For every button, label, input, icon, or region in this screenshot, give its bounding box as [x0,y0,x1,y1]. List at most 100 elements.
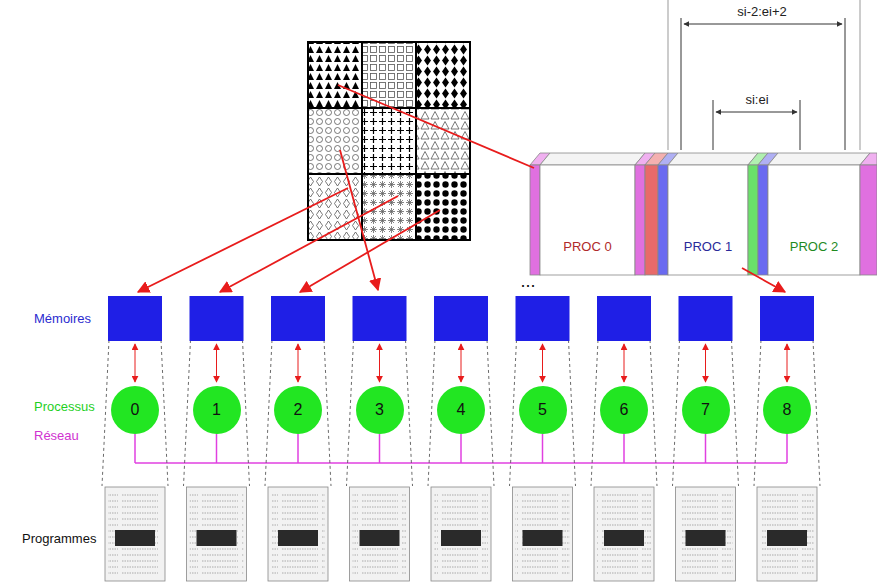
row-label: Processus [34,399,95,414]
program-box [431,487,491,581]
process-circle: 1 [193,386,241,434]
process-circle: 8 [763,386,811,434]
network-drop [379,434,381,463]
processor-label: PROC 0 [563,239,611,254]
network-drop [786,434,788,463]
program-highlight [604,530,644,546]
process-rank: 0 [131,401,140,419]
program-highlight [686,530,726,546]
program-lines [434,490,488,578]
row-label: Mémoires [34,311,91,326]
row-label: Réseau [34,428,79,443]
process-circle: 2 [274,386,322,434]
process-circle: 6 [600,386,648,434]
program-lines [516,490,570,578]
network-drop [134,434,136,463]
process-rank: 4 [457,401,466,419]
dimension-marks [668,0,860,150]
machine-rows [102,296,820,581]
memory-block [190,296,244,341]
memory-block [434,296,488,341]
program-projection [265,340,331,486]
program-lines [679,490,733,578]
domain-grid [308,42,470,240]
memory-link [542,344,543,382]
memory-block [516,296,570,341]
program-projection [102,340,168,486]
process-circle: 0 [111,386,159,434]
program-box [350,487,410,581]
program-highlight [767,530,807,546]
process-rank: 2 [294,401,303,419]
program-projection [754,340,820,486]
memory-block [679,296,733,341]
program-highlight [360,530,400,546]
memory-link [216,344,217,382]
program-highlight [523,530,563,546]
row-label: Programmes [22,531,96,546]
memory-block [271,296,325,341]
program-projection [347,340,413,486]
program-projection [510,340,576,486]
network-drop [623,434,625,463]
process-circle: 5 [519,386,567,434]
program-highlight [197,530,237,546]
memory-link [624,344,625,382]
network-drop [297,434,299,463]
proc-strip [530,153,877,275]
processor-band: PROC 2 [768,165,860,272]
program-lines [190,490,244,578]
program-highlight [441,530,481,546]
memory-block [353,296,407,341]
program-box [187,487,247,581]
dimension-label: si-2:ei+2 [734,4,790,19]
process-rank: 3 [375,401,384,419]
memory-block [597,296,651,341]
process-circle: 3 [356,386,404,434]
program-box [594,487,654,581]
dimension-label: si:ei [742,92,771,107]
network-drop [542,434,544,463]
memory-link [298,344,299,382]
memory-link [135,344,136,382]
process-rank: 5 [538,401,547,419]
memory-link [787,344,788,382]
network-drop [705,434,707,463]
processor-label: PROC 1 [684,239,732,254]
ellipsis: ... [520,271,535,292]
network-drop [460,434,462,463]
process-rank: 6 [620,401,629,419]
program-lines [597,490,651,578]
program-projection [591,340,657,486]
memory-link [461,344,462,382]
program-lines [108,490,162,578]
program-lines [271,490,325,578]
process-rank: 1 [212,401,221,419]
memory-block [760,296,814,341]
program-lines [353,490,407,578]
program-highlight [278,530,318,546]
process-rank: 8 [783,401,792,419]
program-lines [760,490,814,578]
memory-link [379,344,380,382]
program-box [757,487,817,581]
process-circle: 7 [682,386,730,434]
program-highlight [115,530,155,546]
mapping-arrows [138,85,785,292]
process-circle: 4 [437,386,485,434]
processor-band: PROC 1 [668,165,748,272]
program-projection [428,340,494,486]
program-projection [673,340,739,486]
memory-block [108,296,162,341]
network-drop [216,434,218,463]
program-projection [184,340,250,486]
program-box [513,487,573,581]
program-box [676,487,736,581]
program-box [105,487,165,581]
program-box [268,487,328,581]
processor-band: PROC 0 [540,165,635,272]
memory-link [705,344,706,382]
processor-label: PROC 2 [790,239,838,254]
process-rank: 7 [701,401,710,419]
